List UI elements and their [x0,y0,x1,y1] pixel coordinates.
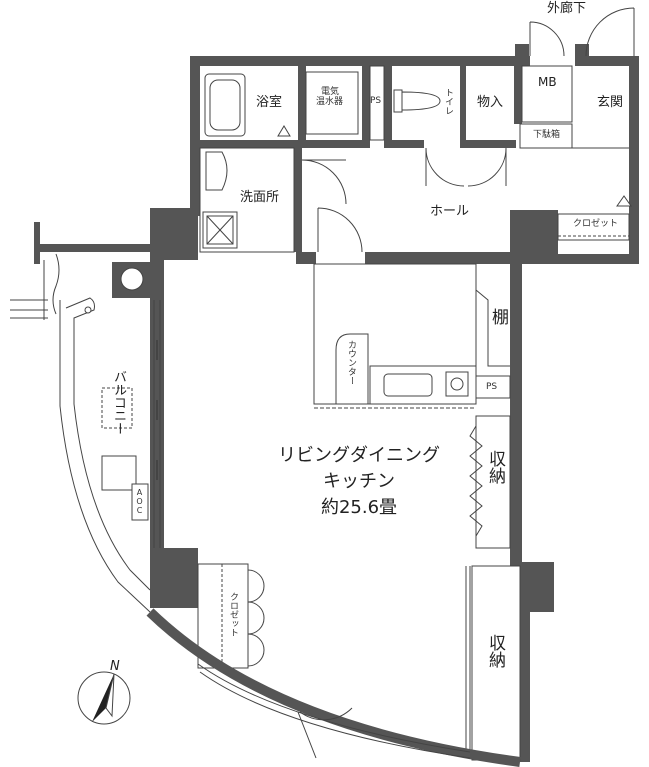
bathtub-basin [209,79,241,131]
interior-walls-wet [200,44,589,252]
break-wave [52,253,60,315]
front-door-right [585,7,635,57]
balcony-label: バルコニー [111,370,126,435]
closet-hall-label: クロゼット [573,219,619,229]
hall-label: ホール [430,204,470,219]
curved-wall [146,608,521,767]
entrance-marker [616,195,632,207]
storage-lower-label: 収納 [485,634,505,668]
ldk-label: リビングダイニング キッチン 約25.6畳 [274,443,444,521]
bath-label: 浴室 [256,95,283,110]
compass-needle-light [105,673,115,718]
storage-small-label: 物入 [477,95,504,110]
aircon-outdoor-unit [101,455,137,491]
aoc-box [131,483,149,521]
mb-label: MB [538,75,557,89]
front-door-left [529,21,565,57]
stove-burner [450,377,464,391]
balcony-door [299,707,353,721]
break-lines [10,299,48,319]
kitchen-sink [383,373,433,397]
accordion-door [469,425,483,537]
ps-upper-label: PS [370,96,382,106]
kitchen-counter [335,333,369,405]
counter-label: カウンター [346,340,356,385]
outer-corridor-label: 外廊下 [547,1,587,16]
compass-needle-dark [92,674,114,722]
balcony-rail-inner [59,300,151,613]
shoe-box [519,123,573,149]
compass-north-label: N [110,659,120,674]
washroom-outline [199,147,295,253]
washroom-door [301,159,347,205]
storage-upper-label: 収納 [485,450,505,484]
shoe-box-label: 下駄箱 [533,130,561,140]
curved-window-a [197,663,471,753]
compass [77,671,131,725]
storage-lower-outline [471,565,521,761]
curved-window-b [199,671,471,759]
ps-shaft-upper [369,65,385,141]
balcony-dashed-box [101,387,133,429]
mb-box [521,65,573,123]
balcony-door-leaf [297,711,317,759]
toilet-door [425,147,465,187]
aoc-label: AOC [135,488,144,515]
ldk-label-line2: キッチン [323,471,395,493]
ldk-closet [197,563,249,669]
storage-door [467,147,507,187]
doors [301,7,635,253]
closet-ldk-label: クロゼット [228,592,238,637]
column-pillar [120,267,144,291]
toilet-tank [393,89,403,113]
ldk-label-line3: 約25.6畳 [320,497,398,519]
entrance-label: 玄関 [597,95,624,110]
water-heater-label-1: 電気 [321,87,340,97]
ps-shaft-kitchen [475,375,511,399]
balcony-rail [65,297,151,591]
hall-door [317,207,363,253]
shelf-outline [475,264,510,367]
bath-drain [277,125,291,137]
balcony-drain [84,306,92,314]
water-heater [305,71,359,135]
ldk-closet-doors [247,569,265,667]
washer-cross-b [206,215,234,245]
toilet-bowl [401,91,441,111]
ps-kitchen-label: PS [486,382,498,392]
toilet-label: トイレ [443,88,453,115]
water-heater-label-2: 温水器 [316,97,344,107]
shelf-label: 棚 [492,308,509,328]
ldk-label-line1: リビングダイニング [278,445,440,466]
washbasin [205,151,228,191]
washroom-label: 洗面所 [240,190,280,205]
